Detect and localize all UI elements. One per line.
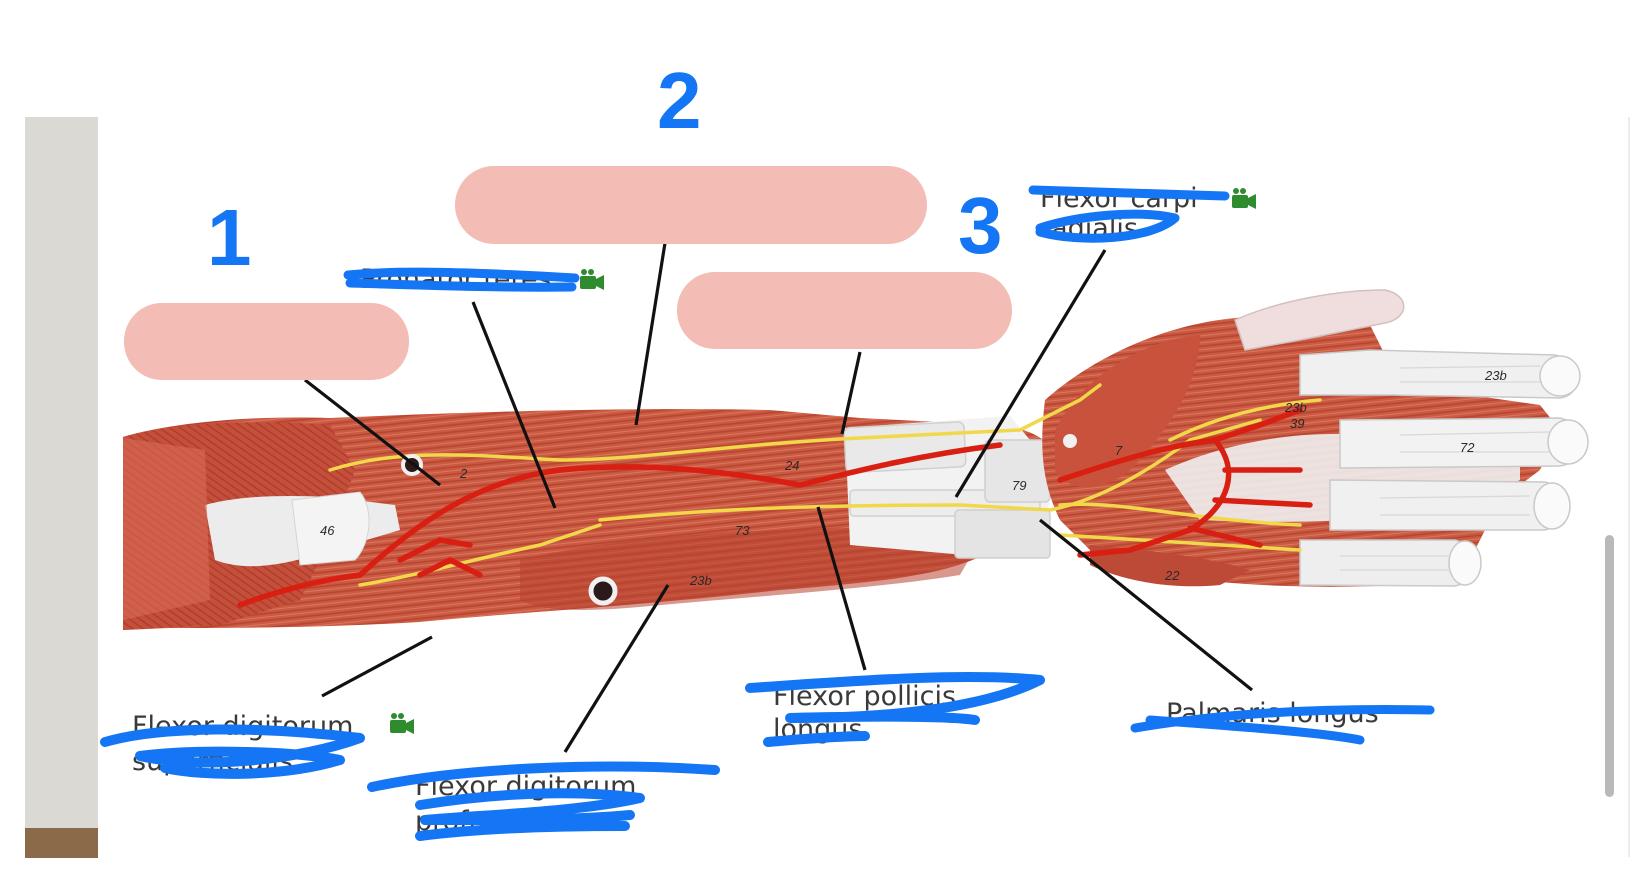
leader-line-palmaris-longus [1038,518,1254,692]
video-icon[interactable] [1232,188,1256,209]
leader-line-upper-left-label [471,301,557,509]
fingertip-middle [1547,419,1589,465]
handwritten-numbers: 1 2 3 [207,56,1003,282]
leader-line-profundus [563,584,670,753]
leader-lines [304,242,1254,753]
fingertip-index [1539,355,1581,397]
thenar-eminence [1055,335,1200,487]
vertical-scrollbar[interactable] [1605,535,1614,797]
answer-box-1[interactable] [124,303,409,380]
tendon-band-1 [843,421,967,474]
page-edge [1628,117,1630,857]
leader-line-superficialis [321,635,433,698]
leader-line-flexor-carpi-radialis [954,249,1107,498]
model-tag: 46 [320,523,335,538]
answer-box-2[interactable] [455,166,927,244]
model-tag: 23b [1284,400,1307,415]
model-number-tags: 2 24 73 23b 79 7 22 23b 72 23b 39 46 [320,368,1507,588]
forearm-model: 2 24 73 23b 79 7 22 23b 72 23b 39 46 [123,289,1589,630]
scribble-upper-left-label [343,267,580,292]
handwritten-number-2: 2 [657,56,702,145]
model-tag: 23b [689,573,712,588]
model-tag: 72 [1460,440,1475,455]
humerus-cut [123,438,210,620]
leader-line-pollicis-longus [816,506,867,671]
model-tag: 23b [1484,368,1507,383]
model-tag: 2 [459,466,468,481]
arteries [237,407,1313,608]
video-icon[interactable] [390,713,414,734]
finger-ring [1329,479,1565,531]
answer-boxes [124,166,1012,380]
model-tag: 7 [1115,443,1123,458]
scribble-flexor-carpi-radialis [1028,185,1230,243]
answer-box-3[interactable] [677,272,1012,349]
fingertip-little [1448,540,1482,586]
ink-scribbles [100,185,1435,841]
model-tag: 22 [1164,568,1180,583]
tendon-band-3 [954,509,1051,559]
model-tag: 79 [1012,478,1026,493]
finger-little [1299,539,1475,587]
deep-flexor-belly [520,528,980,610]
thumb [1234,289,1405,351]
leader-line-box-2 [634,242,667,426]
hypothenar-eminence [1090,545,1250,587]
background-strip-wood [25,828,98,858]
leader-line-box-1 [304,378,441,487]
finger-tendon-stripes [1340,365,1551,571]
scribble-superficialis [100,724,365,779]
video-icons [390,188,1256,734]
leader-line-box-top-right [840,351,862,435]
model-tag: 73 [735,523,750,538]
scribble-palmaris-longus [1130,705,1435,745]
video-icon[interactable] [580,269,604,290]
background-strip [25,117,98,857]
biceps-tendon [291,491,370,566]
model-tag: 39 [1290,416,1304,431]
scribble-pollicis-longus [745,672,1045,747]
handwritten-number-1: 1 [207,193,252,282]
finger-index [1299,349,1577,399]
handwritten-number-3: 3 [958,181,1003,270]
scribble-profundus [367,761,720,841]
model-tag: 24 [784,458,799,473]
fingertip-ring [1533,482,1571,530]
